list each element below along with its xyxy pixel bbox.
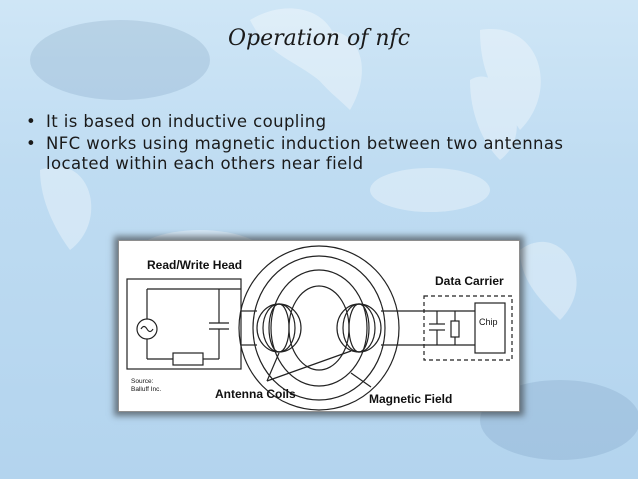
bullet-item: • NFC works using magnetic induction bet… <box>26 134 626 174</box>
bullet-item: • It is based on inductive coupling <box>26 112 626 132</box>
data-carrier-box <box>423 295 513 361</box>
data-carrier-label: Data Carrier <box>435 274 504 288</box>
chip-icon <box>474 302 506 354</box>
read-write-head-label: Read/Write Head <box>147 258 242 272</box>
antenna-coils-label: Antenna Coils <box>215 387 296 401</box>
nfc-diagram: Read/Write Head Data Carrier Chip Source… <box>118 240 520 412</box>
bullet-text: NFC works using magnetic induction betwe… <box>46 134 564 173</box>
bullet-list: • It is based on inductive coupling • NF… <box>26 112 626 176</box>
magnetic-field-label: Magnetic Field <box>369 392 452 406</box>
nfc-diagram-svg: Read/Write Head Data Carrier Chip Source… <box>126 245 513 411</box>
source-label: Source: <box>131 378 154 385</box>
bullet-text: It is based on inductive coupling <box>46 112 327 131</box>
reader-circuit-box <box>126 278 242 370</box>
bullet-dot: • <box>26 112 37 131</box>
chip-label: Chip <box>479 317 498 327</box>
bullet-dot: • <box>26 134 37 153</box>
slide-title: Operation of nfc <box>227 26 411 51</box>
resistor-icon <box>172 352 204 366</box>
source-company: Balluff Inc. <box>131 386 161 393</box>
